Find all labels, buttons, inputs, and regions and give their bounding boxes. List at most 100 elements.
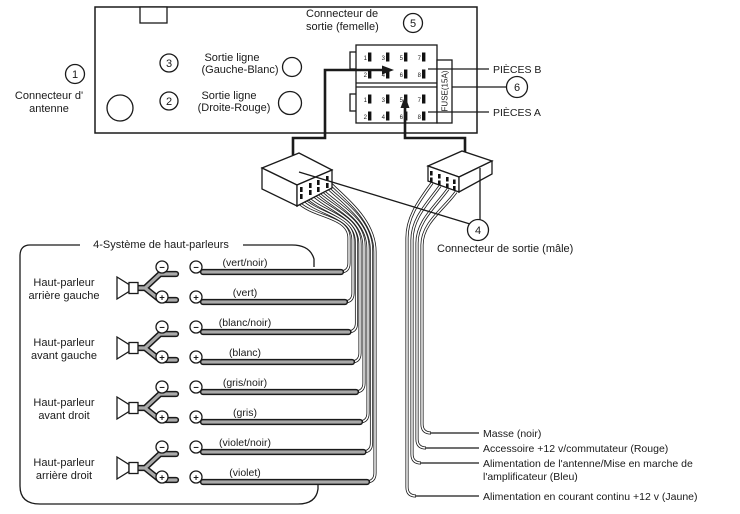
- plus-icon: [189, 290, 203, 304]
- pin-label: 3: [382, 56, 386, 62]
- speaker-system-title: 4-Système de haut-parleurs: [93, 239, 229, 251]
- callout-3-circle: [159, 53, 179, 73]
- pin-label: 4: [382, 73, 386, 79]
- minus-sign: −: [159, 443, 165, 454]
- speaker-rear-left: Haut-parleur arrière gauche − − + + (ver…: [29, 257, 267, 304]
- line-out-left-jack: [281, 56, 303, 78]
- male-connector-label: Connecteur de sortie (mâle): [437, 243, 573, 255]
- minus-sign: −: [193, 263, 199, 274]
- speaker-name-line2: arrière gauche: [29, 290, 100, 302]
- male-left-pins: [300, 176, 329, 199]
- speaker-name-line1: Haut-parleur: [33, 337, 94, 349]
- callout-5-number: 5: [410, 18, 416, 30]
- callout-6-number: 6: [514, 82, 520, 94]
- plus-icon: [155, 410, 169, 424]
- callout-4-circle: [466, 218, 490, 242]
- minus-icon: [189, 380, 203, 394]
- female-output-connector: 1 3 5 7 2 4 6 8 1 3 5 7 2 4 6 8 FUSE(15A…: [291, 44, 541, 155]
- pin-label: 5: [400, 56, 404, 62]
- callout-1-number: 1: [72, 69, 78, 81]
- minus-icon: [155, 440, 169, 454]
- plus-icon: [155, 290, 169, 304]
- pieces-a-label: PIÈCES A: [493, 106, 541, 119]
- minus-sign: −: [193, 443, 199, 454]
- pin-label: 2: [364, 115, 368, 121]
- minus-sign: −: [159, 263, 165, 274]
- plus-sign: +: [159, 293, 165, 304]
- bracket-left: [19, 244, 319, 505]
- speaker-front-right: Haut-parleur avant droit − − + + (gris/n…: [33, 377, 267, 424]
- wire-color-label: (blanc): [229, 347, 261, 359]
- arrow-right-icon: [382, 65, 394, 75]
- speaker-front-left: Haut-parleur avant gauche − − + + (blanc…: [31, 317, 271, 364]
- plus-sign: +: [159, 413, 165, 424]
- speaker-icon-magnet: [128, 281, 139, 295]
- wire-color-label: (gris): [233, 407, 257, 419]
- panel-top-notch: [139, 6, 168, 24]
- pin-label: 1: [364, 56, 368, 62]
- pin-label: 8: [418, 115, 422, 121]
- antenna-label-line1: Connecteur d': [15, 90, 83, 102]
- line-out-right-label-line2: (Droite-Rouge): [198, 102, 271, 114]
- plus-icon: [189, 350, 203, 364]
- speaker-system-outline: 4-Système de haut-parleurs: [19, 239, 319, 505]
- plus-sign: +: [193, 413, 199, 424]
- speaker-icon: [116, 335, 130, 361]
- plus-icon: [155, 470, 169, 484]
- power-wire-labels: Masse (noir) Accessoire +12 v/commutateu…: [483, 428, 698, 503]
- pin-label: 5: [400, 98, 404, 104]
- line-out-left-label-line2: (Gauche-Blanc): [201, 64, 278, 76]
- power-harness-wires: [405, 182, 479, 498]
- speaker-rear-right: Haut-parleur arrière droit − − + + (viol…: [33, 437, 271, 484]
- callout-3-number: 3: [166, 58, 172, 70]
- plus-icon: [189, 410, 203, 424]
- speaker-name-line2: avant gauche: [31, 350, 97, 362]
- male-connector-right: [426, 150, 494, 194]
- pin-label: 6: [400, 115, 404, 121]
- plus-sign: +: [159, 473, 165, 484]
- minus-icon: [155, 320, 169, 334]
- arrow-up-icon: [400, 96, 410, 108]
- plus-icon: [155, 350, 169, 364]
- antenne-label-line1: Alimentation de l'antenne/Mise en marche…: [483, 458, 693, 470]
- antenna-label-line2: antenne: [29, 103, 69, 115]
- plus-sign: +: [193, 293, 199, 304]
- pin-label: 2: [364, 73, 368, 79]
- minus-icon: [189, 440, 203, 454]
- pin-label: 7: [418, 98, 422, 104]
- speaker-name-line2: avant droit: [38, 410, 89, 422]
- callout-2-circle: [159, 91, 179, 111]
- line-out-right-label-line1: Sortie ligne: [201, 90, 256, 102]
- pin-label: 3: [382, 98, 386, 104]
- callout-5-circle: [402, 12, 424, 34]
- pin-label: 8: [418, 73, 422, 79]
- wire-color-label: (blanc/noir): [219, 317, 272, 329]
- callout-4-number: 4: [475, 225, 481, 237]
- plus-sign: +: [193, 473, 199, 484]
- callout-6-circle: [505, 75, 529, 99]
- pin-label: 1: [364, 98, 368, 104]
- wire-color-label: (violet/noir): [219, 437, 271, 449]
- male-right-pins: [430, 171, 456, 191]
- pin-label: 6: [400, 73, 404, 79]
- male-right-side-face: [458, 159, 493, 194]
- speaker-name-line1: Haut-parleur: [33, 457, 94, 469]
- speaker-name-line1: Haut-parleur: [33, 277, 94, 289]
- minus-icon: [155, 260, 169, 274]
- line-out-left-label-line1: Sortie ligne: [204, 52, 259, 64]
- accessoire-label: Accessoire +12 v/commutateur (Rouge): [483, 443, 668, 455]
- speaker-icon: [116, 275, 130, 301]
- antenna-jack: [106, 94, 134, 122]
- speaker-name-line2: arrière droit: [36, 470, 92, 482]
- pin-label: 7: [418, 56, 422, 62]
- connection-line-left: [291, 68, 383, 155]
- plus-sign: +: [159, 353, 165, 364]
- speaker-icon-magnet: [128, 461, 139, 475]
- minus-sign: −: [193, 323, 199, 334]
- pin-label: 4: [382, 115, 386, 121]
- speaker-icon: [116, 455, 130, 481]
- wire-color-label: (gris/noir): [223, 377, 267, 389]
- speaker-icon: [116, 395, 130, 421]
- speaker-icon-magnet: [128, 401, 139, 415]
